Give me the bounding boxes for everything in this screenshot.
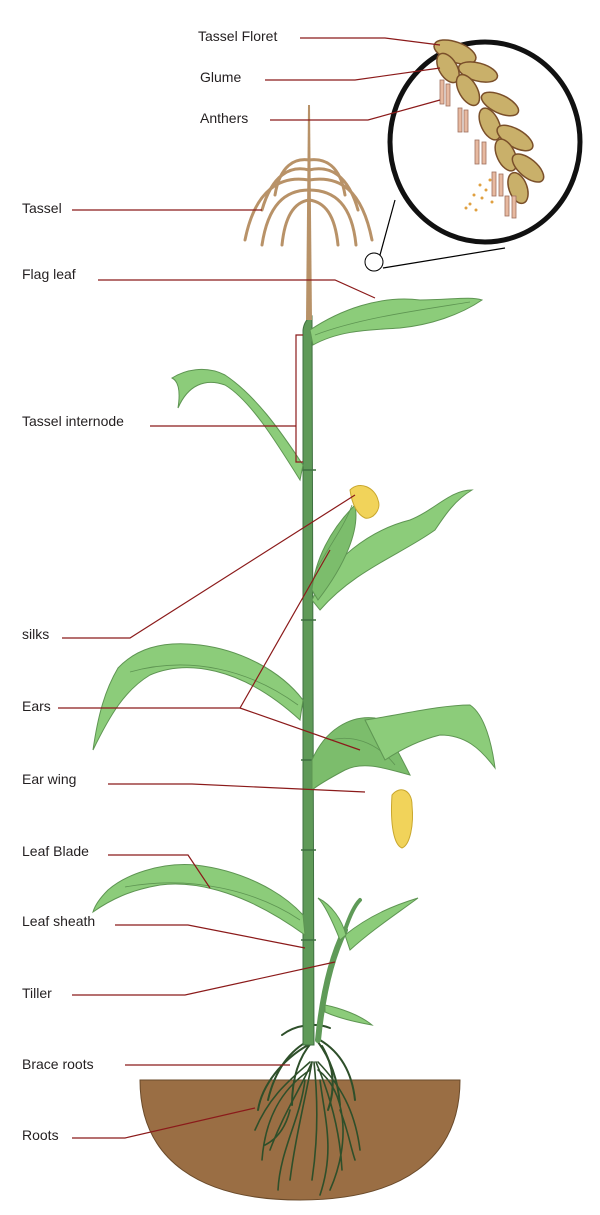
spikelets <box>433 39 545 205</box>
leader-silks <box>62 494 356 639</box>
label-roots: Roots <box>22 1127 59 1143</box>
soil <box>139 1079 461 1201</box>
label-anthers: Anthers <box>200 110 249 126</box>
label-flag-leaf: Flag leaf <box>22 266 76 282</box>
leaf-lower-left <box>92 864 306 937</box>
label-brace-roots: Brace roots <box>22 1056 94 1072</box>
tiller <box>315 897 419 1043</box>
label-ears: Ears <box>22 698 51 714</box>
label-tassel: Tassel <box>22 200 62 216</box>
leader-roots <box>72 1107 256 1139</box>
leader-lines <box>58 37 441 1139</box>
tassel-zoom-source <box>364 252 384 272</box>
leaf-upper-left <box>170 368 304 482</box>
stalk <box>302 315 315 1046</box>
leader-anthers <box>270 99 441 121</box>
leader-leaf-sheath <box>115 924 306 949</box>
label-leaf-sheath: Leaf sheath <box>22 913 96 929</box>
upper-silks <box>349 485 380 519</box>
leader-flag-leaf <box>98 279 376 299</box>
label-silks: silks <box>22 626 50 642</box>
leaf-upper-right <box>311 489 474 611</box>
leader-glume <box>265 67 441 81</box>
brace-roots <box>257 1023 356 1111</box>
lower-ear <box>311 704 496 792</box>
leaf-middle-left <box>92 643 304 751</box>
tassel <box>243 158 374 247</box>
leader-tassel-floret <box>300 37 441 46</box>
flag-leaf <box>309 297 484 346</box>
lower-silks <box>391 789 413 849</box>
leader-tiller <box>72 961 336 996</box>
label-tiller: Tiller <box>22 985 52 1001</box>
label-tassel-floret: Tassel Floret <box>198 28 278 44</box>
pollen <box>464 178 494 212</box>
anthers <box>439 79 517 219</box>
roots <box>254 1061 361 1196</box>
leader-leaf-blade <box>108 854 211 889</box>
leader-ear-wing <box>108 783 366 793</box>
leader-tassel-internode-bracket <box>295 334 303 463</box>
label-leaf-blade: Leaf Blade <box>22 843 89 859</box>
tassel-spike <box>306 105 312 320</box>
leader-ears-lower <box>239 707 361 751</box>
label-ear-wing: Ear wing <box>22 771 77 787</box>
label-glume: Glume <box>200 69 242 85</box>
label-tassel-internode: Tassel internode <box>22 413 124 429</box>
